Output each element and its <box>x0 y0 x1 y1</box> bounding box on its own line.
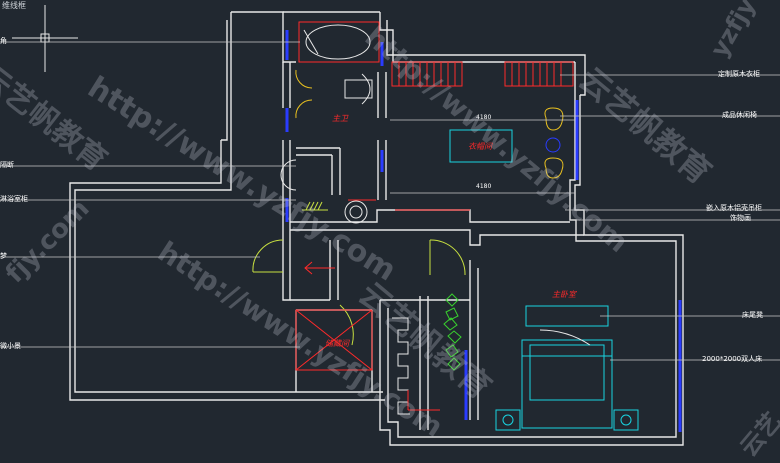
doors <box>252 69 466 346</box>
right-annotation-cabinet: 嵌入原木铝壳吊柜 <box>706 204 762 212</box>
stairs <box>392 317 410 415</box>
dimension-bottom: 4180 <box>476 183 492 190</box>
left-annotation-3: 淋浴室柜 <box>0 195 28 203</box>
cyan-furniture <box>344 73 639 431</box>
right-annotation-painting: 饰物画 <box>730 214 751 222</box>
yellow-chairs <box>544 107 564 179</box>
right-annotation-bench: 床尾凳 <box>742 311 763 319</box>
crosshair-cursor <box>12 5 78 72</box>
windows <box>285 30 682 432</box>
left-annotation-2: 隔断 <box>0 161 14 169</box>
plants <box>302 201 462 371</box>
left-annotation-4: 梦 <box>0 252 7 260</box>
right-annotation-wardrobe: 定制原木衣柜 <box>718 70 760 78</box>
room-cloakroom: 衣帽间 <box>468 142 492 151</box>
red-furniture <box>295 21 574 411</box>
right-annotation-chair: 成品休闲椅 <box>722 111 757 119</box>
room-master-bedroom: 主卧室 <box>552 290 576 299</box>
left-annotation-1: 角 <box>0 37 7 45</box>
window-title: 维线框 <box>2 1 26 10</box>
bathtub <box>303 24 371 224</box>
walls <box>69 11 684 446</box>
leader-lines <box>0 41 780 361</box>
left-annotation-5: 微小景 <box>0 342 21 350</box>
room-storage: 储藏间 <box>325 339 349 348</box>
room-master-bath: 主卫 <box>332 114 348 123</box>
right-annotation-bed: 2000*2000双人床 <box>702 355 763 363</box>
dimension-top: 4180 <box>476 114 492 121</box>
